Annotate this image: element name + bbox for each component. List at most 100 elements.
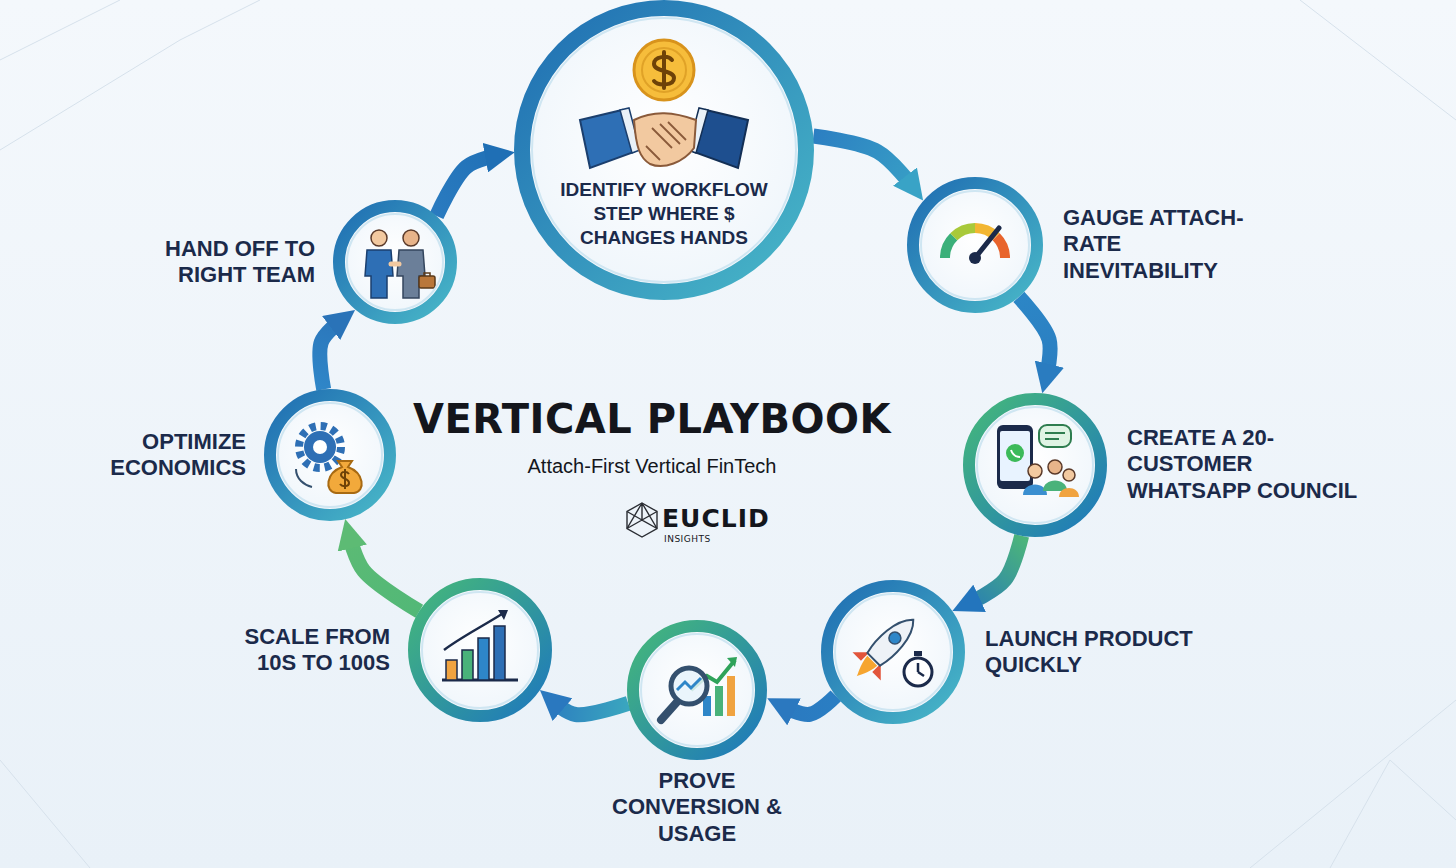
circle-outline — [264, 389, 396, 521]
drawing-part — [299, 426, 341, 468]
drawing-part — [715, 686, 723, 716]
cycle-arrow — [437, 155, 498, 216]
drawing-part — [313, 440, 327, 454]
drawing-part — [328, 461, 361, 493]
drawing-part — [444, 614, 502, 650]
drawing-part — [634, 40, 694, 100]
drawing-part — [852, 656, 877, 681]
cycle-arrow — [349, 536, 419, 611]
stopwatch-icon — [904, 651, 932, 686]
cycle-arrow — [969, 536, 1022, 604]
circle-ring — [827, 586, 959, 718]
circle-inner-ring — [278, 403, 382, 507]
step-label: CREATE A 20-CUSTOMER WHATSAPP COUNCIL — [1127, 425, 1382, 504]
coin-icon — [634, 40, 694, 100]
drawing-part — [1028, 464, 1042, 478]
drawing-part — [340, 469, 349, 489]
step-label: LAUNCH PRODUCT QUICKLY — [985, 626, 1220, 679]
step-circle: OPTIMIZE ECONOMICS — [264, 389, 396, 521]
circle-ring — [913, 183, 1037, 307]
drawing-part — [494, 626, 505, 680]
drawing-part — [677, 678, 701, 690]
circle-outline — [333, 200, 457, 324]
drawing-part — [661, 702, 677, 720]
cycle-arrow — [813, 136, 912, 186]
logo-text: EUCLID — [662, 504, 770, 533]
economics-icon — [296, 426, 362, 493]
drawing-part — [945, 237, 954, 258]
drawing-part — [365, 250, 393, 298]
cycle-arrow — [553, 702, 628, 715]
drawing-part — [0, 0, 120, 60]
drawing-part — [969, 252, 981, 264]
drawing-part — [1011, 450, 1020, 457]
circle-ring — [633, 626, 761, 754]
drawing-part — [371, 230, 387, 246]
drawing-part — [671, 668, 707, 704]
drawing-part — [1039, 425, 1071, 447]
drawing-part — [827, 586, 959, 718]
drawing-part — [727, 676, 735, 716]
bar-chart-icon — [442, 610, 518, 680]
circle-outline — [627, 620, 767, 760]
circle-ring — [270, 395, 390, 515]
drawing-part — [646, 122, 686, 160]
drawing-part — [969, 399, 1101, 531]
circle-inner-ring — [835, 594, 951, 710]
drawing-part — [997, 425, 1033, 489]
drawing-part — [918, 663, 924, 676]
drawing-part — [0, 760, 90, 868]
drawing-part — [634, 113, 696, 166]
step-circle: CREATE A 20-CUSTOMER WHATSAPP COUNCIL — [963, 393, 1107, 537]
drawing-part — [1063, 469, 1075, 481]
analysis-icon — [661, 657, 737, 720]
drawing-part — [1045, 433, 1065, 439]
step-circle: GAUGE ATTACH-RATE INEVITABILITY — [907, 177, 1043, 313]
cycle-arrow — [783, 696, 836, 715]
drawing-part — [339, 206, 451, 318]
step-circle: PROVE CONVERSION & USAGE — [627, 620, 767, 760]
drawing-part — [1330, 760, 1456, 868]
circle-inner-ring — [641, 634, 753, 746]
drawing-part — [1006, 444, 1024, 462]
drawing-part — [1300, 0, 1456, 120]
circle-inner-ring — [422, 592, 538, 708]
drawing-part — [1250, 700, 1456, 868]
circle-inner-ring — [532, 18, 796, 282]
gauge-icon — [945, 228, 1005, 264]
circle-inner-ring — [977, 407, 1093, 523]
circle-ring — [414, 584, 546, 716]
drawing-part — [270, 395, 390, 515]
step-label: GAUGE ATTACH-RATE INEVITABILITY — [1063, 205, 1253, 284]
step-circle: SCALE FROM 10S TO 100S — [408, 578, 552, 722]
council-icon — [997, 425, 1079, 497]
drawing-part — [904, 658, 932, 686]
drawing-part — [498, 610, 508, 620]
logo-mark — [627, 503, 657, 537]
drawing-part — [403, 230, 419, 246]
circle-outline — [821, 580, 965, 724]
drawing-part — [914, 651, 922, 656]
cycle-arrow — [1019, 297, 1050, 376]
drawing-part — [1059, 488, 1079, 497]
step-label: PROVE CONVERSION & USAGE — [610, 768, 785, 847]
step-label: SCALE FROM 10S TO 100S — [210, 624, 390, 677]
step-label: OPTIMIZE ECONOMICS — [91, 429, 246, 482]
drawing-part — [446, 660, 457, 680]
step-label: HAND OFF TO RIGHT TEAM — [125, 236, 315, 289]
drawing-part — [627, 503, 657, 529]
cycle-arrow — [320, 321, 341, 390]
handoff-icon — [365, 230, 435, 298]
circle-outline — [907, 177, 1043, 313]
subtitle: Attach-First Vertical FinTech — [528, 455, 777, 478]
drawing-part — [0, 0, 260, 150]
drawing-part — [462, 650, 473, 680]
handshake-icon — [580, 108, 748, 168]
circle-ring — [522, 8, 806, 292]
drawing-part — [414, 584, 546, 716]
drawing-part — [886, 630, 903, 647]
circle-ring — [969, 399, 1101, 531]
circle-inner-ring — [347, 214, 443, 310]
